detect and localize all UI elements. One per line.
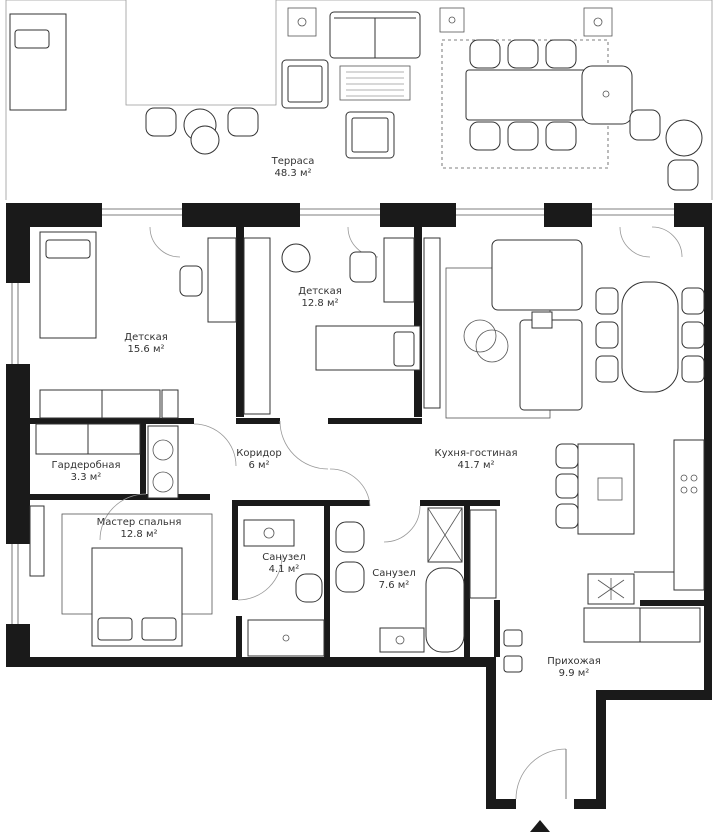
terrace-cafe-table: [145, 107, 259, 155]
entrance-arrow-icon: [530, 820, 550, 832]
bath2-fixtures: [335, 507, 497, 653]
hall-name: Прихожая: [547, 656, 601, 667]
kitchen-name: Кухня-гостиная: [435, 448, 518, 459]
bath2-name: Санузел: [372, 568, 415, 579]
hall-furniture: [503, 607, 701, 673]
doors: [99, 420, 567, 800]
bath2-area: 7.6 м²: [379, 580, 410, 591]
bath1-fixtures: [243, 519, 325, 657]
master-furniture: [29, 505, 213, 647]
terrace-lamp: [287, 7, 613, 37]
master-area: 12.8 м²: [121, 529, 158, 540]
terrace-sofa: [329, 11, 421, 59]
wardrobe-area: 3.3 м²: [71, 472, 102, 483]
kitchen-area: 41.7 м²: [458, 460, 495, 471]
terrace-armchair: [281, 59, 395, 159]
exterior-walls: [6, 203, 712, 809]
hall-area: 9.9 м²: [559, 668, 590, 679]
terrace-dining: [441, 39, 703, 191]
interior-walls: [30, 227, 704, 657]
kids2-name: Детская: [298, 286, 341, 297]
terrace-area: [5, 0, 713, 200]
terrace-area: 48.3 м²: [275, 168, 312, 179]
kids1-area: 15.6 м²: [128, 344, 165, 355]
kids2-furniture: [243, 237, 421, 415]
sun-lounger: [9, 13, 67, 111]
kitchen-furniture: [423, 237, 705, 605]
kids1-furniture: [39, 231, 237, 419]
windows: [11, 208, 683, 624]
bath1-area: 4.1 м²: [269, 564, 300, 575]
corridor-name: Коридор: [236, 448, 281, 459]
bath1-name: Санузел: [262, 552, 305, 563]
corridor-area: 6 м²: [248, 460, 269, 471]
wardrobe-furniture: [35, 423, 179, 499]
wardrobe-name: Гардеробная: [52, 460, 121, 471]
terrace-rug: [339, 65, 411, 101]
kids2-area: 12.8 м²: [302, 298, 339, 309]
kids1-name: Детская: [124, 332, 167, 343]
master-name: Мастер спальня: [97, 517, 182, 528]
terrace-name: Терраса: [271, 156, 315, 167]
